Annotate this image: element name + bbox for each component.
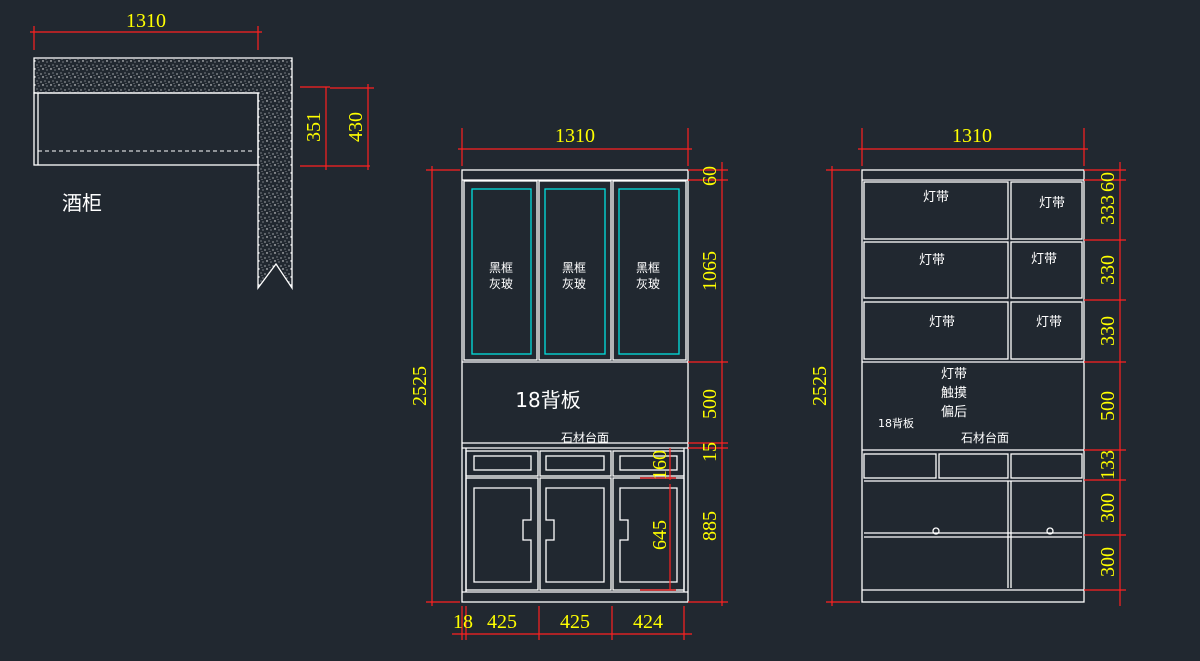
niche-label: 偏后 bbox=[941, 405, 967, 420]
dim-text: 1310 bbox=[555, 125, 595, 147]
glass-label: 黑框 bbox=[562, 261, 586, 275]
glass-panel bbox=[471, 188, 532, 355]
dim-text: 160 bbox=[649, 450, 671, 480]
knob bbox=[932, 527, 940, 535]
dimension-bottom: 18 425 425 424 bbox=[452, 606, 692, 640]
dimension-right-stack: 60 333 330 330 500 133 300 300 bbox=[1084, 162, 1126, 606]
dim-text: 500 bbox=[1097, 391, 1119, 421]
dim-text: 330 bbox=[1097, 255, 1119, 285]
cabinet-outline bbox=[461, 169, 689, 603]
backboard-label: 18背板 bbox=[515, 388, 580, 412]
dim-text: 645 bbox=[649, 520, 671, 550]
glass-panel bbox=[544, 188, 606, 355]
wine-cabinet-plan: 1310 351 430 酒柜 bbox=[30, 10, 374, 291]
glass-label: 黑框 bbox=[489, 261, 513, 275]
dim-text: 300 bbox=[1097, 547, 1119, 577]
light-strip-label: 灯带 bbox=[919, 253, 945, 268]
dimension-right-stack: 60 1065 500 15 885 160 645 bbox=[640, 162, 728, 606]
dim-text: 133 bbox=[1097, 450, 1119, 480]
dim-text-inner: 351 bbox=[303, 112, 325, 142]
lower-compartments bbox=[863, 453, 1083, 588]
light-strip-label: 灯带 bbox=[1039, 196, 1065, 211]
glass-label: 灰玻 bbox=[636, 277, 660, 291]
glass-label: 黑框 bbox=[636, 261, 660, 275]
dim-text-outer: 430 bbox=[345, 112, 367, 142]
door-panel bbox=[545, 487, 605, 583]
dimension-top-width: 1310 bbox=[458, 125, 692, 166]
dim-text: 60 bbox=[699, 166, 721, 186]
dim-text: 424 bbox=[633, 611, 663, 633]
dimension-depth: 351 430 bbox=[300, 84, 374, 170]
dim-text: 425 bbox=[487, 611, 517, 633]
glass-label: 灰玻 bbox=[489, 277, 513, 291]
glass-label: 灰玻 bbox=[562, 277, 586, 291]
niche-label: 触摸 bbox=[941, 386, 967, 401]
dimension-height: 2525 bbox=[409, 166, 460, 606]
upper-glass-doors: 黑框 灰玻 黑框 灰玻 黑框 灰玻 bbox=[463, 180, 687, 361]
dim-text: 500 bbox=[699, 389, 721, 419]
dim-text: 330 bbox=[1097, 316, 1119, 346]
drawers bbox=[465, 450, 685, 477]
dim-text: 885 bbox=[699, 511, 721, 541]
door-panel bbox=[619, 487, 678, 583]
inner-elevation: 1310 2525 灯带 灯带 灯带 灯带 灯带 灯带 bbox=[809, 125, 1126, 606]
dim-text: 300 bbox=[1097, 493, 1119, 523]
cabinet-body bbox=[33, 92, 259, 166]
dimension-height: 2525 bbox=[809, 166, 860, 606]
dim-text: 425 bbox=[560, 611, 590, 633]
wine-cabinet-label: 酒柜 bbox=[62, 191, 102, 215]
dim-text: 2525 bbox=[809, 366, 831, 406]
countertop-label: 石材台面 bbox=[561, 430, 609, 445]
dim-text: 18 bbox=[453, 611, 473, 633]
niche-label: 灯带 bbox=[941, 367, 967, 382]
light-strip-label: 灯带 bbox=[1031, 252, 1057, 267]
dim-text: 2525 bbox=[409, 366, 431, 406]
light-strip-label: 灯带 bbox=[1036, 315, 1062, 330]
dimension-top-width: 1310 bbox=[858, 125, 1088, 166]
dim-text: 1310 bbox=[952, 125, 992, 147]
light-compartments: 灯带 灯带 灯带 灯带 灯带 灯带 bbox=[863, 181, 1083, 360]
dim-text: 1310 bbox=[126, 10, 166, 32]
dimension-top-width: 1310 bbox=[30, 10, 262, 50]
light-strip-label: 灯带 bbox=[929, 315, 955, 330]
dim-text: 1065 bbox=[699, 251, 721, 291]
countertop-label: 石材台面 bbox=[961, 430, 1009, 445]
dim-text: 60 bbox=[1097, 172, 1119, 192]
backboard-label: 18背板 bbox=[878, 416, 914, 430]
dim-text: 15 bbox=[699, 442, 721, 462]
knob bbox=[1046, 527, 1054, 535]
glass-panel bbox=[618, 188, 680, 355]
dim-text: 333 bbox=[1097, 195, 1119, 225]
cabinet-outline bbox=[861, 169, 1085, 603]
light-strip-label: 灯带 bbox=[923, 190, 949, 205]
door-panel bbox=[473, 487, 532, 583]
front-elevation: 1310 2525 黑框 灰玻 黑框 灰玻 黑框 bbox=[409, 125, 728, 640]
